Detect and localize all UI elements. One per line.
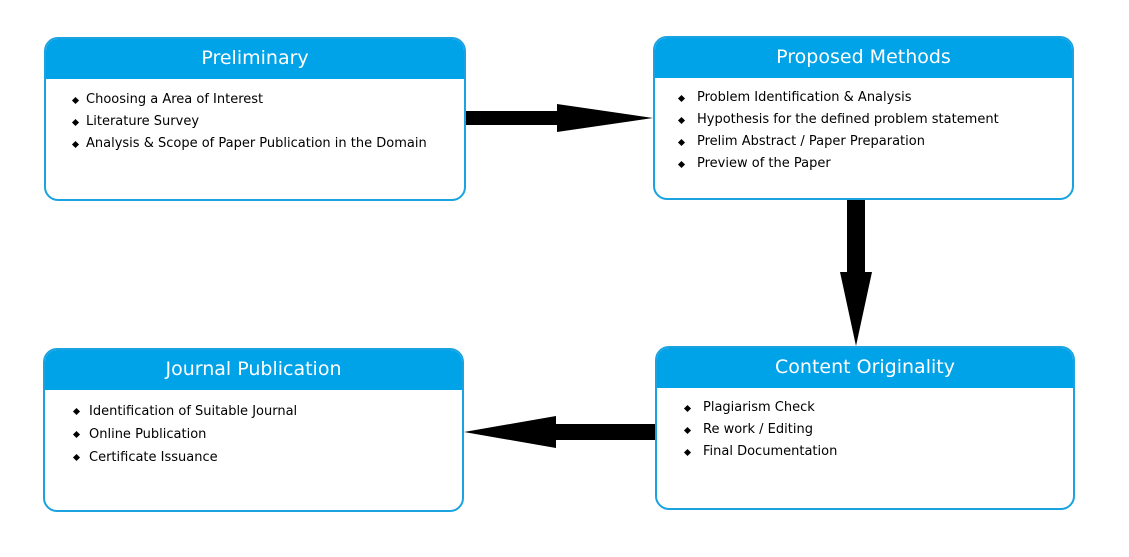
arrow-content-to-journal: [464, 416, 655, 448]
list-item-text: Re work / Editing: [703, 422, 813, 437]
list-item-text: Hypothesis for the defined problem state…: [697, 112, 999, 127]
bullet-icon: [72, 430, 81, 439]
list-item: Choosing a Area of Interest: [46, 89, 464, 111]
content-originality-box: Content Originality Plagiarism Check Re …: [655, 346, 1075, 510]
arrow-preliminary-to-proposed: [466, 104, 653, 132]
content-originality-title: Content Originality: [657, 348, 1073, 390]
journal-publication-list: Identification of Suitable Journal Onlin…: [45, 400, 462, 469]
list-item-text: Certificate Issuance: [89, 450, 218, 465]
list-item-text: Final Documentation: [703, 444, 838, 459]
bullet-icon: [677, 160, 686, 169]
bullet-icon: [71, 96, 80, 105]
list-item: Preview of the Paper: [655, 153, 1072, 175]
list-item: Hypothesis for the defined problem state…: [655, 109, 1072, 131]
list-item: Literature Survey: [46, 111, 464, 133]
journal-publication-title: Journal Publication: [45, 350, 462, 392]
list-item: Certificate Issuance: [45, 446, 462, 469]
bullet-icon: [72, 407, 81, 416]
list-item: Online Publication: [45, 423, 462, 446]
list-item: Identification of Suitable Journal: [45, 400, 462, 423]
list-item-text: Online Publication: [89, 427, 207, 442]
arrow-proposed-to-content: [840, 200, 872, 346]
journal-publication-box: Journal Publication Identification of Su…: [43, 348, 464, 512]
list-item-text: Choosing a Area of Interest: [86, 92, 264, 107]
bullet-icon: [71, 118, 80, 127]
list-item-text: Prelim Abstract / Paper Preparation: [697, 134, 925, 149]
list-item-text: Preview of the Paper: [697, 156, 831, 171]
list-item: Plagiarism Check: [657, 397, 1073, 419]
bullet-icon: [677, 138, 686, 147]
list-item: Final Documentation: [657, 441, 1073, 463]
list-item-text: Literature Survey: [86, 114, 200, 129]
bullet-icon: [683, 404, 692, 413]
list-item-text: Identification of Suitable Journal: [89, 404, 298, 419]
bullet-icon: [683, 448, 692, 457]
bullet-icon: [683, 426, 692, 435]
content-originality-list: Plagiarism Check Re work / Editing Final…: [657, 397, 1073, 463]
list-item: Re work / Editing: [657, 419, 1073, 441]
bullet-icon: [677, 94, 686, 103]
bullet-icon: [677, 116, 686, 125]
list-item: Analysis & Scope of Paper Publication in…: [46, 133, 464, 155]
list-item: Prelim Abstract / Paper Preparation: [655, 131, 1072, 153]
list-item-text: Analysis & Scope of Paper Publication in…: [86, 136, 427, 151]
list-item-text: Plagiarism Check: [703, 400, 815, 415]
list-item: Problem Identification & Analysis: [655, 87, 1072, 109]
list-item-text: Problem Identification & Analysis: [697, 90, 912, 105]
bullet-icon: [71, 140, 80, 149]
preliminary-list: Choosing a Area of Interest Literature S…: [46, 89, 464, 155]
proposed-methods-title: Proposed Methods: [655, 38, 1072, 80]
proposed-methods-box: Proposed Methods Problem Identification …: [653, 36, 1074, 200]
preliminary-title: Preliminary: [46, 39, 464, 81]
proposed-methods-list: Problem Identification & Analysis Hypoth…: [655, 87, 1072, 175]
preliminary-box: Preliminary Choosing a Area of Interest …: [44, 37, 466, 201]
bullet-icon: [72, 453, 81, 462]
